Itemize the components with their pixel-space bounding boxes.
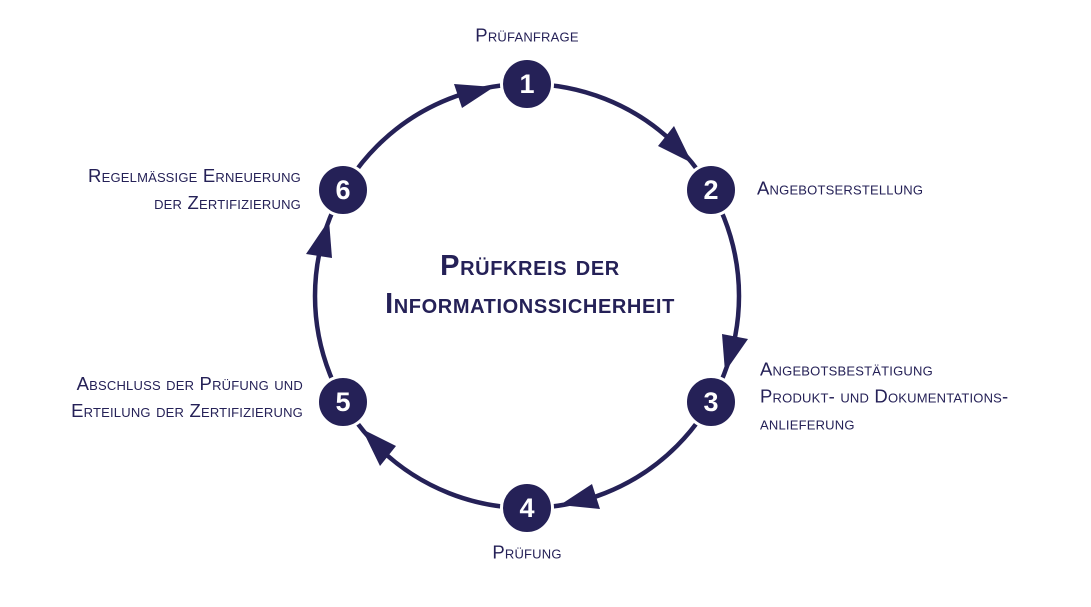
step-node-2: 2 xyxy=(684,163,738,217)
step-3-label-line-1: Angebotsbestätigung xyxy=(760,358,933,380)
step-2-label-line-1: Angebotserstellung xyxy=(757,177,924,199)
step-6-label-line-1: Regelmäßige Erneuerung xyxy=(88,165,301,186)
arrow-icon-to-step-2 xyxy=(658,126,692,163)
step-1-label-line-1: Prüfanfrage xyxy=(475,24,579,46)
arrow-icon-to-step-1 xyxy=(454,84,494,108)
step-4-label: Prüfung xyxy=(492,539,561,566)
step-3-label-line-2: Produkt- und Dokumentations- xyxy=(760,385,1009,407)
step-2-label: Angebotserstellung xyxy=(757,175,923,202)
step-node-4: 4 xyxy=(500,481,554,535)
step-3-number: 3 xyxy=(703,386,719,417)
arrow-icon-to-step-5 xyxy=(362,429,396,466)
step-2-number: 2 xyxy=(703,174,719,205)
step-5-label-line-1: Abschluss der Prüfung und xyxy=(76,373,303,394)
step-5-label-line-2: Erteilung der Zertifizierung xyxy=(71,400,303,421)
step-node-3: 3 xyxy=(684,375,738,429)
arrow-icon-to-step-3 xyxy=(722,334,748,372)
step-node-5: 5 xyxy=(316,375,370,429)
diagram-title: Prüfkreis der Informationssicherheit xyxy=(385,247,675,323)
step-5-number: 5 xyxy=(335,386,351,417)
arrow-icon-to-step-6 xyxy=(306,220,332,258)
step-4-number: 4 xyxy=(519,492,535,523)
step-6-label: Regelmäßige Erneuerung der Zertifizierun… xyxy=(88,162,301,216)
step-6-number: 6 xyxy=(335,174,351,205)
step-node-6: 6 xyxy=(316,163,370,217)
step-node-1: 1 xyxy=(500,57,554,111)
step-1-number: 1 xyxy=(519,68,535,99)
step-3-label-line-3: anlieferung xyxy=(760,412,855,434)
diagram-title-line-1: Prüfkreis der xyxy=(440,250,620,282)
step-3-label: Angebotsbestätigung Produkt- und Dokumen… xyxy=(760,356,1008,437)
step-1-label: Prüfanfrage xyxy=(475,22,578,49)
arrow-icon-to-step-4 xyxy=(560,484,600,509)
diagram-title-line-2: Informationssicherheit xyxy=(385,288,675,320)
step-4-label-line-1: Prüfung xyxy=(492,541,562,563)
step-6-label-line-2: der Zertifizierung xyxy=(154,192,301,213)
step-5-label: Abschluss der Prüfung und Erteilung der … xyxy=(71,370,303,424)
